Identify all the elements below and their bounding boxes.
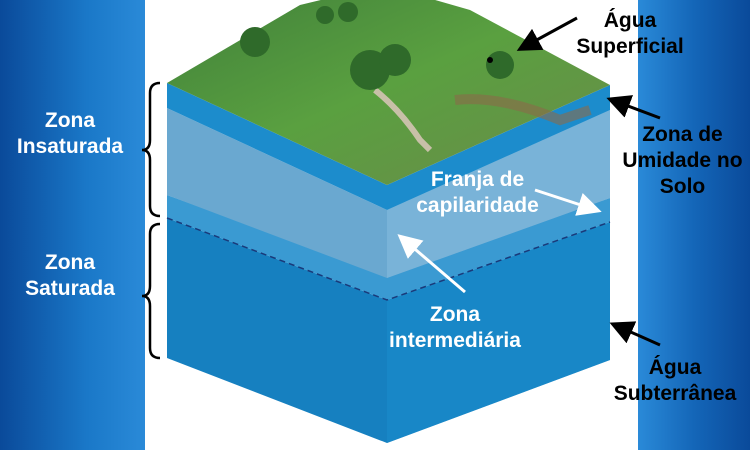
bracket-unsaturated [141,81,161,218]
label-line: intermediária [389,329,521,352]
label-line: Superficial [576,35,684,58]
label-franja-capilaridade: Franja de capilaridade [395,167,560,219]
arrow-capillary [534,188,602,216]
bracket-saturated [141,222,161,360]
label-zona-insaturada: Zona Insaturada [0,108,140,160]
arrow-soil-moisture [606,95,661,120]
trees [240,2,514,90]
left-blue-band [0,0,145,450]
label-line: Franja de [430,168,525,191]
label-zona-saturada: Zona Saturada [0,250,140,302]
label-line: capilaridade [416,194,539,217]
label-line: Zona [44,251,96,274]
label-line: Umidade no [622,149,743,172]
label-zona-intermediaria: Zona intermediária [370,302,540,354]
label-line: Zona [429,303,481,326]
label-line: Zona [44,109,96,132]
label-agua-subterranea: Água Subterrânea [600,355,750,407]
label-line: Solo [659,175,706,198]
arrow-intermediate [397,234,466,294]
right-blue-band [638,0,750,450]
arrow-surface-water [516,16,578,51]
soil-moisture-band [167,83,610,210]
label-zona-umidade: Zona de Umidade no Solo [615,122,750,200]
label-line: Subterrânea [613,382,737,405]
capillary-fringe [167,195,610,300]
label-line: Saturada [25,277,115,300]
label-line: Água [648,356,702,379]
land-surface [167,0,610,185]
label-line: Água [603,9,657,32]
label-line: Zona de [642,123,723,146]
label-agua-superficial: Água Superficial [550,8,710,60]
water-table-line [166,217,611,301]
label-line: Insaturada [16,135,124,158]
arrow-groundwater [609,321,661,347]
